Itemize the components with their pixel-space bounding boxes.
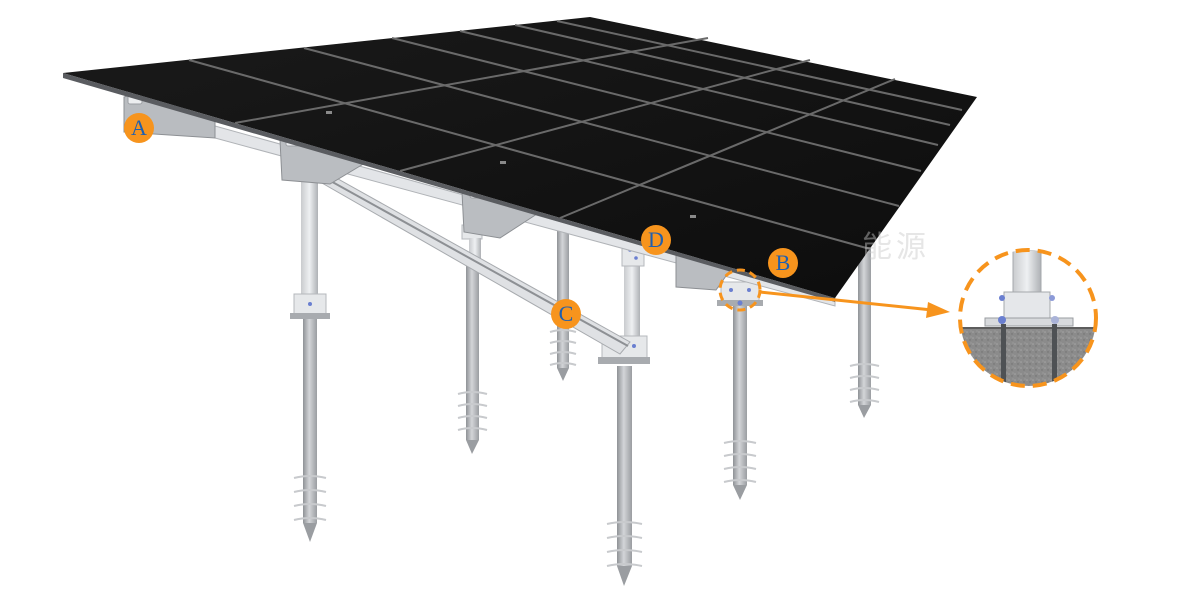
detail-inset	[958, 248, 1098, 388]
label-d-text: D	[648, 227, 664, 252]
label-d-beam-post-connector[interactable]: D	[641, 225, 671, 255]
solar-panel-array	[63, 17, 977, 302]
callout-target-ring	[718, 268, 762, 312]
callout-arrow	[759, 290, 950, 318]
label-b-post-base-connector[interactable]: B	[768, 248, 798, 278]
label-a-panel-mount-bracket[interactable]: A	[124, 113, 154, 143]
panel-column-lines	[234, 37, 896, 219]
screw-pile	[457, 265, 488, 454]
panel-row-lines	[188, 20, 963, 250]
panel-clamps	[326, 111, 696, 218]
label-a-text: A	[131, 115, 147, 140]
screw-pile	[849, 235, 880, 418]
screw-pile	[723, 305, 757, 500]
label-c-diagonal-brace[interactable]: C	[551, 299, 581, 329]
label-c-text: C	[558, 301, 574, 326]
screw-pile	[293, 318, 327, 542]
label-b-text: B	[775, 250, 791, 275]
screw-pile	[549, 228, 577, 381]
screw-pile	[606, 366, 643, 586]
screw-piles	[293, 228, 880, 586]
